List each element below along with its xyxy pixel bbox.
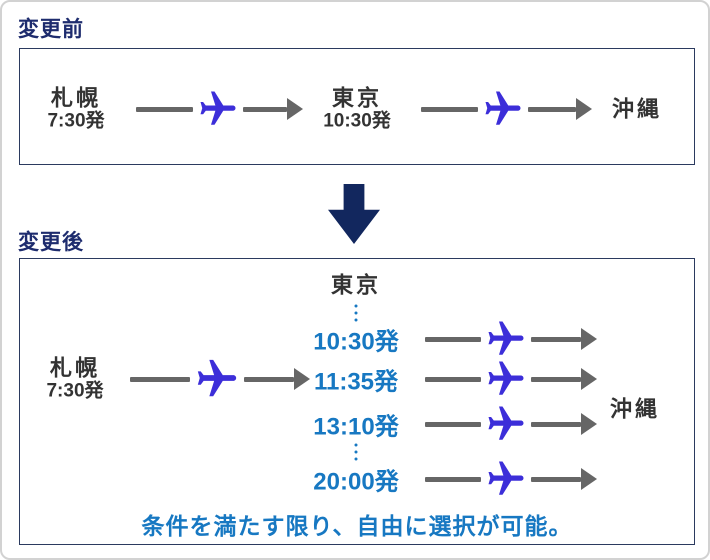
departure-option-row: 20:00発	[20, 457, 694, 501]
before-destination-city: 沖縄	[612, 96, 662, 121]
arrow-line	[130, 376, 190, 382]
flight-arrow	[425, 403, 597, 445]
flight-arrow	[425, 358, 597, 400]
after-via-city: 東京	[331, 272, 381, 297]
arrow-line	[244, 376, 294, 382]
city-name: 沖縄	[609, 396, 661, 422]
departure-option-row: 13:10発	[20, 402, 694, 446]
arrow-line	[425, 336, 481, 342]
arrow-line	[425, 421, 481, 427]
ellipsis-dots-icon	[354, 443, 358, 461]
departure-time: 10:30発	[323, 110, 391, 132]
airplane-icon	[488, 361, 524, 395]
city-name: 札幌	[49, 355, 100, 381]
arrowhead-icon	[581, 413, 597, 435]
arrowhead-icon	[576, 98, 592, 120]
departure-time-option: 13:10発	[313, 413, 399, 441]
city-name: 沖縄	[611, 96, 663, 122]
departure-time: 7:30発	[47, 110, 105, 132]
flight-arrow	[421, 88, 592, 130]
arrowhead-icon	[581, 328, 597, 350]
departure-time-option: 20:00発	[313, 468, 399, 496]
arrow-line	[531, 376, 581, 382]
arrow-line	[425, 376, 481, 382]
airplane-icon	[488, 461, 524, 495]
after-box: 東京 札幌 7:30発 10:30発 11:35発	[19, 258, 695, 545]
city-name: 札幌	[50, 85, 101, 111]
departure-time: 7:30発	[46, 380, 104, 402]
ellipsis-dots-icon	[354, 304, 358, 322]
arrow-line	[136, 106, 193, 112]
down-arrow-icon	[328, 184, 380, 244]
before-via-city: 東京 10:30発	[323, 85, 391, 132]
flight-arrow	[425, 458, 597, 500]
flight-arrow	[425, 318, 597, 360]
airplane-icon	[485, 91, 521, 125]
flight-arrow	[130, 356, 310, 402]
airplane-icon	[488, 321, 524, 355]
before-section-label: 変更前	[18, 18, 84, 41]
arrow-line	[531, 476, 581, 482]
airplane-icon	[200, 91, 236, 125]
arrow-line	[531, 336, 581, 342]
arrow-line	[243, 106, 287, 112]
arrow-line	[421, 106, 478, 112]
arrow-line	[531, 421, 581, 427]
after-section-label: 変更後	[18, 231, 84, 254]
after-origin-city: 札幌 7:30発	[46, 355, 103, 402]
arrowhead-icon	[294, 368, 310, 390]
note-text: 条件を満たす限り、自由に選択が可能。	[141, 513, 573, 539]
city-name: 東京	[330, 272, 382, 298]
departure-option-row: 10:30発	[20, 317, 694, 361]
departure-option-row: 11:35発	[20, 357, 694, 401]
after-destination-city: 沖縄	[610, 396, 660, 421]
arrowhead-icon	[581, 368, 597, 390]
airplane-icon	[488, 406, 524, 440]
arrow-line	[425, 476, 481, 482]
departure-time-option: 11:35発	[313, 368, 399, 396]
arrowhead-icon	[287, 98, 303, 120]
before-box: 札幌 7:30発 東京 10:30発 沖縄	[19, 48, 695, 165]
city-name: 東京	[331, 85, 383, 111]
before-origin-city: 札幌 7:30発	[47, 85, 104, 132]
arrowhead-icon	[581, 468, 597, 490]
flight-arrow	[136, 88, 303, 130]
departure-time-option: 10:30発	[313, 328, 399, 356]
arrow-line	[528, 106, 576, 112]
